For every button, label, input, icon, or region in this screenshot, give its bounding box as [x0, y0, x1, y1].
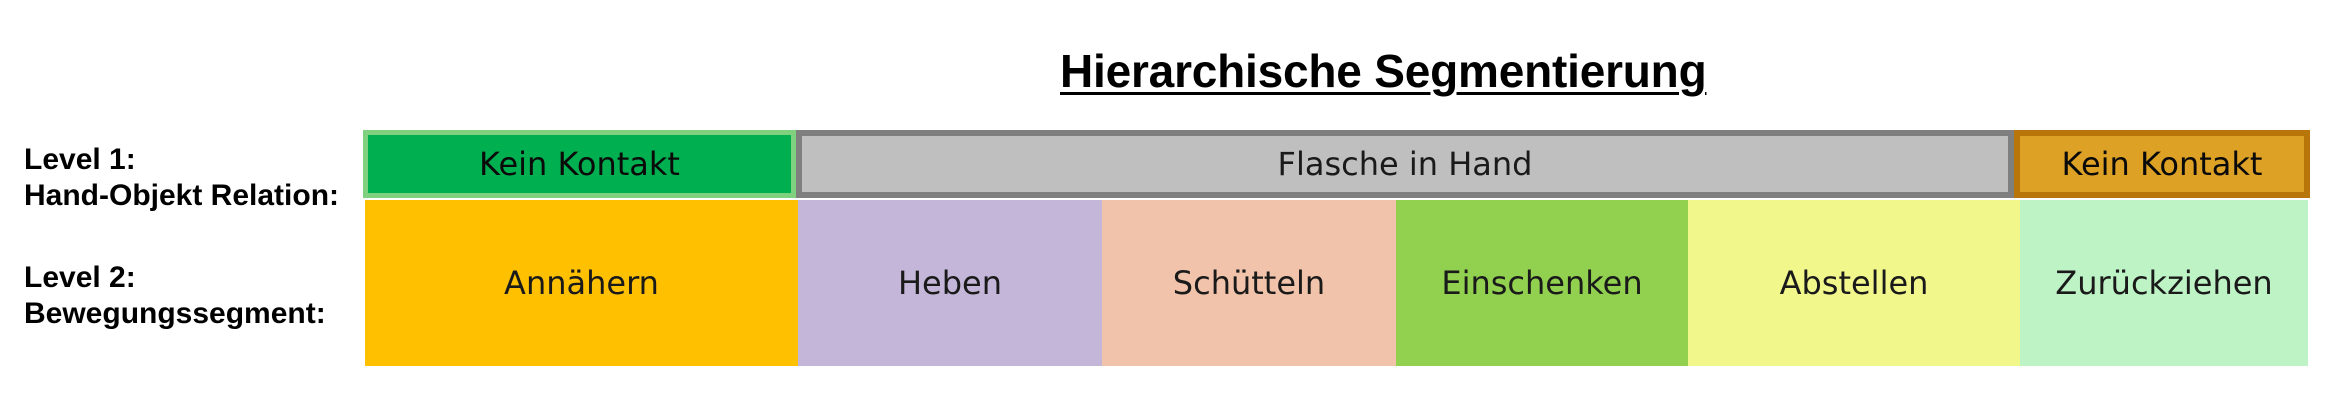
level2-segment-retract: Zurückziehen: [2020, 200, 2308, 366]
diagram-title: Hierarchische Segmentierung: [1060, 45, 1707, 97]
level2-label-line1: Level 2:: [24, 261, 136, 294]
level2-segment-set-down: Abstellen: [1688, 200, 2020, 366]
level1-label-line2: Hand-Objekt Relation:: [24, 179, 340, 212]
level1-label-line1: Level 1:: [24, 143, 136, 176]
level1-segment-no-contact-end: Kein Kontakt: [2014, 130, 2310, 198]
level2-label-line2: Bewegungssegment:: [24, 297, 326, 330]
level2-segment-shake: Schütteln: [1102, 200, 1396, 366]
level1-segment-bottle-in-hand: Flasche in Hand: [796, 130, 2014, 198]
level1-segment-no-contact-start: Kein Kontakt: [363, 130, 796, 198]
level2-segment-approach: Annähern: [365, 200, 798, 366]
level1-label: Level 1: Hand-Objekt Relation:: [24, 142, 339, 214]
level2-segment-pour: Einschenken: [1396, 200, 1688, 366]
level2-segment-lift: Heben: [798, 200, 1102, 366]
level2-label: Level 2: Bewegungssegment:: [24, 260, 326, 332]
